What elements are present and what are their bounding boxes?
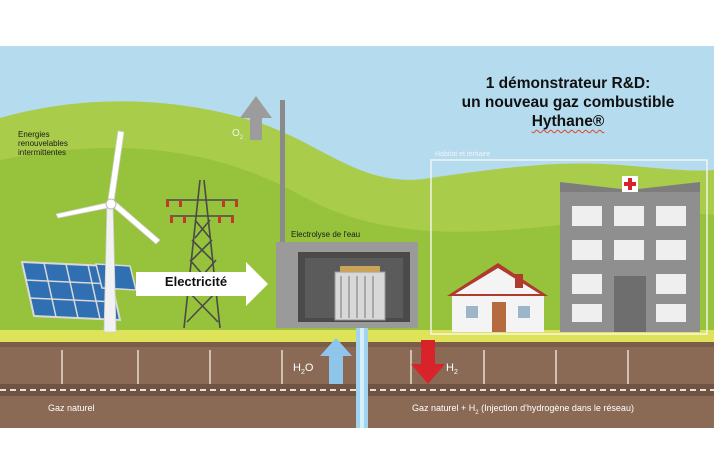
h2-subscript: 2: [453, 369, 458, 377]
gas-mix-post: (Injection d'hydrogène dans le réseau): [478, 403, 634, 413]
habitat-frame: [430, 159, 708, 335]
diagram-title: 1 démonstrateur R&D: un nouveau gaz comb…: [430, 74, 706, 131]
gas-mix-subscript: 2: [475, 409, 479, 416]
natural-gas-label: Gaz naturel: [48, 403, 95, 413]
power-pylon: [166, 179, 238, 329]
pipe-joints: [61, 350, 629, 384]
office-building: [560, 176, 700, 332]
solar-panel: [20, 260, 137, 322]
h2o-label: H2O: [293, 362, 313, 376]
o2-arrow: [240, 96, 272, 140]
o2-o: O: [232, 128, 240, 139]
renewables-line-3: intermittentes: [18, 148, 67, 157]
gas-mix-label: Gaz naturel + H2 (Injection d'hydrogène …: [412, 403, 634, 416]
pylon-insulators: [166, 200, 238, 223]
renewables-line-1: Energies: [18, 130, 50, 139]
renewables-label: Energies renouvelables intermittentes: [18, 130, 68, 157]
house: [447, 263, 548, 332]
habitat-label: Habitat et tertiaire: [435, 151, 491, 158]
h2o-subscript: 2: [300, 369, 305, 377]
wind-turbine: [55, 130, 161, 333]
electrolysis-label: Electrolyse de l'eau: [291, 230, 361, 239]
title-line-2: un nouveau gaz combustible: [461, 94, 675, 111]
gas-mix-pre: Gaz naturel + H: [412, 403, 476, 413]
h2-label: H2: [446, 362, 458, 376]
h2o-arrow: [320, 338, 352, 384]
electricity-label: Electricité: [164, 274, 228, 289]
renewables-line-2: renouvelables: [18, 139, 68, 148]
h2o-h: H: [293, 362, 301, 374]
title-line-3: Hythane®: [531, 113, 605, 130]
h2o-o: O: [304, 362, 314, 374]
title-line-1: 1 démonstrateur R&D:: [485, 75, 651, 92]
electrolysis-plant: [276, 100, 418, 328]
o2-subscript: 2: [239, 135, 244, 141]
h2-arrow: [411, 340, 445, 384]
h2-h: H: [446, 362, 454, 374]
o2-label: O2: [232, 128, 243, 141]
water-pipe-inner: [360, 320, 364, 428]
electricity-arrow: [136, 262, 268, 306]
